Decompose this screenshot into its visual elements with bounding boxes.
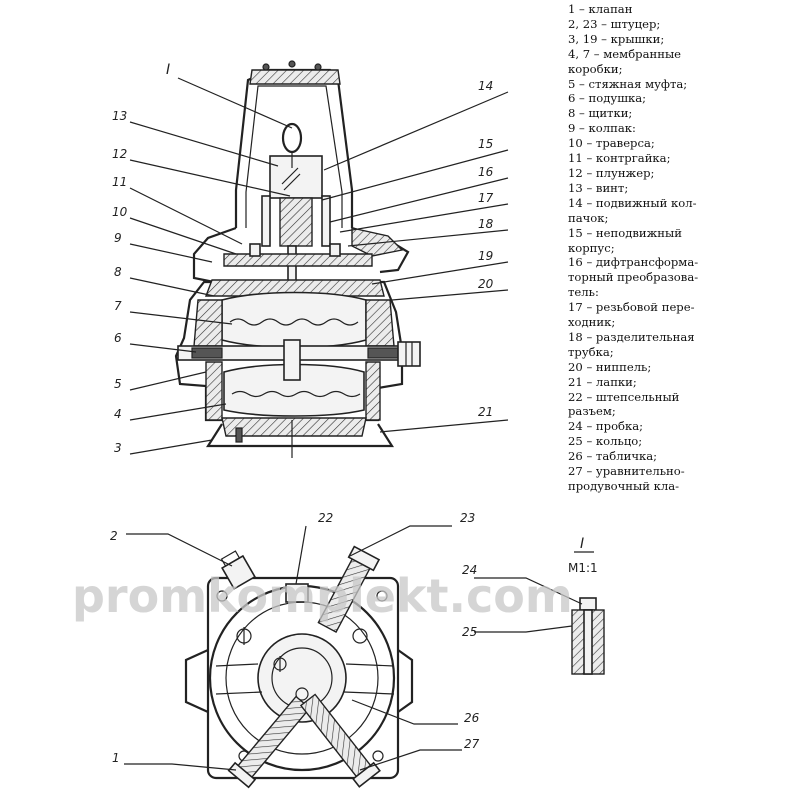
- feet: [205, 423, 395, 448]
- valve-1: [227, 695, 311, 789]
- legend-line: торный преобразова-: [568, 270, 699, 285]
- label-17: 17: [478, 191, 494, 205]
- legend-line: трубка;: [568, 344, 614, 359]
- legend-line: 20 – ниппель;: [568, 359, 652, 374]
- legend-line: пачок;: [568, 210, 609, 225]
- eye-bolt: [281, 122, 303, 154]
- label-11: 11: [112, 175, 127, 189]
- membrane-wave-lower: [231, 390, 361, 398]
- membrane-wave-upper: [229, 318, 359, 326]
- traverse: [223, 253, 373, 267]
- legend-line: 6 – подушка;: [568, 91, 647, 106]
- legend-line: тель:: [568, 285, 599, 300]
- label-9: 9: [114, 231, 122, 245]
- legend-line: 1 – клапан: [568, 2, 633, 16]
- legend-line: ходник;: [568, 315, 616, 330]
- legend-line: 27 – уравнительно-: [568, 464, 685, 479]
- legend-line: 22 – штепсельный: [568, 389, 680, 404]
- label-3: 3: [114, 441, 122, 455]
- legend-line: 11 – контргайка;: [568, 151, 671, 166]
- cap-skirt: [192, 226, 237, 284]
- label-12: 12: [112, 147, 127, 161]
- legend-line: 8 – щитки;: [568, 106, 633, 121]
- view-mark-I: I: [166, 62, 170, 78]
- label-16: 16: [478, 165, 494, 179]
- label-22: 22: [318, 511, 333, 525]
- plunger-body: [279, 197, 313, 247]
- side-lug-right: [397, 649, 414, 713]
- label-26: 26: [464, 711, 480, 725]
- legend-line: 2, 23 – штуцер;: [568, 16, 661, 31]
- label-10: 10: [112, 205, 128, 219]
- corner-bolt: [372, 750, 384, 762]
- valve-27: [299, 693, 381, 788]
- legend-line: 18 – разделительная: [568, 329, 695, 344]
- detail-scale: M1:1: [568, 561, 598, 575]
- nut-right: [397, 341, 421, 367]
- sectional-view: I 13 12 11 10 9 8 7 6 5 4 3 14 15 16 17 …: [112, 60, 509, 458]
- legend-line: 14 – подвижный кол-: [568, 195, 697, 210]
- label-13: 13: [112, 109, 127, 123]
- cap-inner: [245, 85, 343, 228]
- label-6: 6: [114, 331, 122, 345]
- label-20: 20: [478, 277, 494, 291]
- legend-line: 10 – траверса;: [568, 136, 655, 151]
- legend-line: 12 – плунжер;: [568, 165, 655, 180]
- label-19: 19: [478, 249, 493, 263]
- corner-bolt: [216, 590, 228, 602]
- membrane-lower: [223, 363, 365, 417]
- label-4: 4: [114, 407, 122, 421]
- legend-line: 17 – резьбовой пере-: [568, 300, 695, 315]
- label-23: 23: [460, 511, 475, 525]
- plug-top: [579, 597, 597, 611]
- legend-line: 26 – табличка;: [568, 449, 658, 464]
- label-2: 2: [110, 529, 118, 543]
- label-24: 24: [462, 563, 477, 577]
- plan-view: 2 22 23 26 27 1: [110, 511, 480, 789]
- parts-legend: 1 – клапан 2, 23 – штуцер; 3, 19 – крышк…: [568, 2, 798, 494]
- upper-cover: [204, 279, 385, 297]
- label-1: 1: [112, 751, 120, 765]
- label-18: 18: [478, 217, 494, 231]
- label-27: 27: [464, 737, 480, 751]
- label-15: 15: [478, 137, 493, 151]
- detail-view: I M1:1 24 25: [462, 536, 605, 675]
- legend-line: коробки;: [568, 61, 623, 76]
- label-7: 7: [114, 299, 122, 313]
- connector-22: [285, 583, 309, 603]
- legend-line: 13 – винт;: [568, 180, 629, 195]
- legend-line: 25 – кольцо;: [568, 434, 643, 449]
- legend-line: 21 – лапки;: [568, 374, 637, 389]
- label-5: 5: [114, 377, 122, 391]
- corner-bolt: [376, 590, 388, 602]
- legend-line: 16 – дифтрансформа-: [568, 255, 699, 270]
- movable-cap: [269, 155, 323, 199]
- cap-top-hatch: [249, 69, 341, 85]
- fitting-2: [220, 550, 256, 590]
- label-25: 25: [462, 625, 477, 639]
- legend-line: продувочный кла-: [568, 479, 680, 493]
- label-8: 8: [114, 265, 122, 279]
- legend-line: 24 – пробка;: [568, 419, 644, 434]
- label-14: 14: [478, 79, 493, 93]
- legend-line: корпус;: [568, 240, 615, 255]
- legend-line: 5 – стяжная муфта;: [568, 76, 688, 91]
- label-21: 21: [478, 405, 493, 419]
- legend-line: разъем;: [568, 404, 616, 419]
- legend-line: 4, 7 – мембранные: [568, 46, 682, 61]
- legend-line: 9 – колпак:: [568, 121, 636, 136]
- watermark: promkomplekt.com: [72, 569, 573, 623]
- side-lug-left: [184, 648, 209, 714]
- legend-line: 15 – неподвижный: [568, 225, 682, 240]
- legend-line: 3, 19 – крышки;: [568, 31, 665, 46]
- detail-mark: I: [580, 536, 584, 552]
- bottom-cover: [221, 417, 367, 437]
